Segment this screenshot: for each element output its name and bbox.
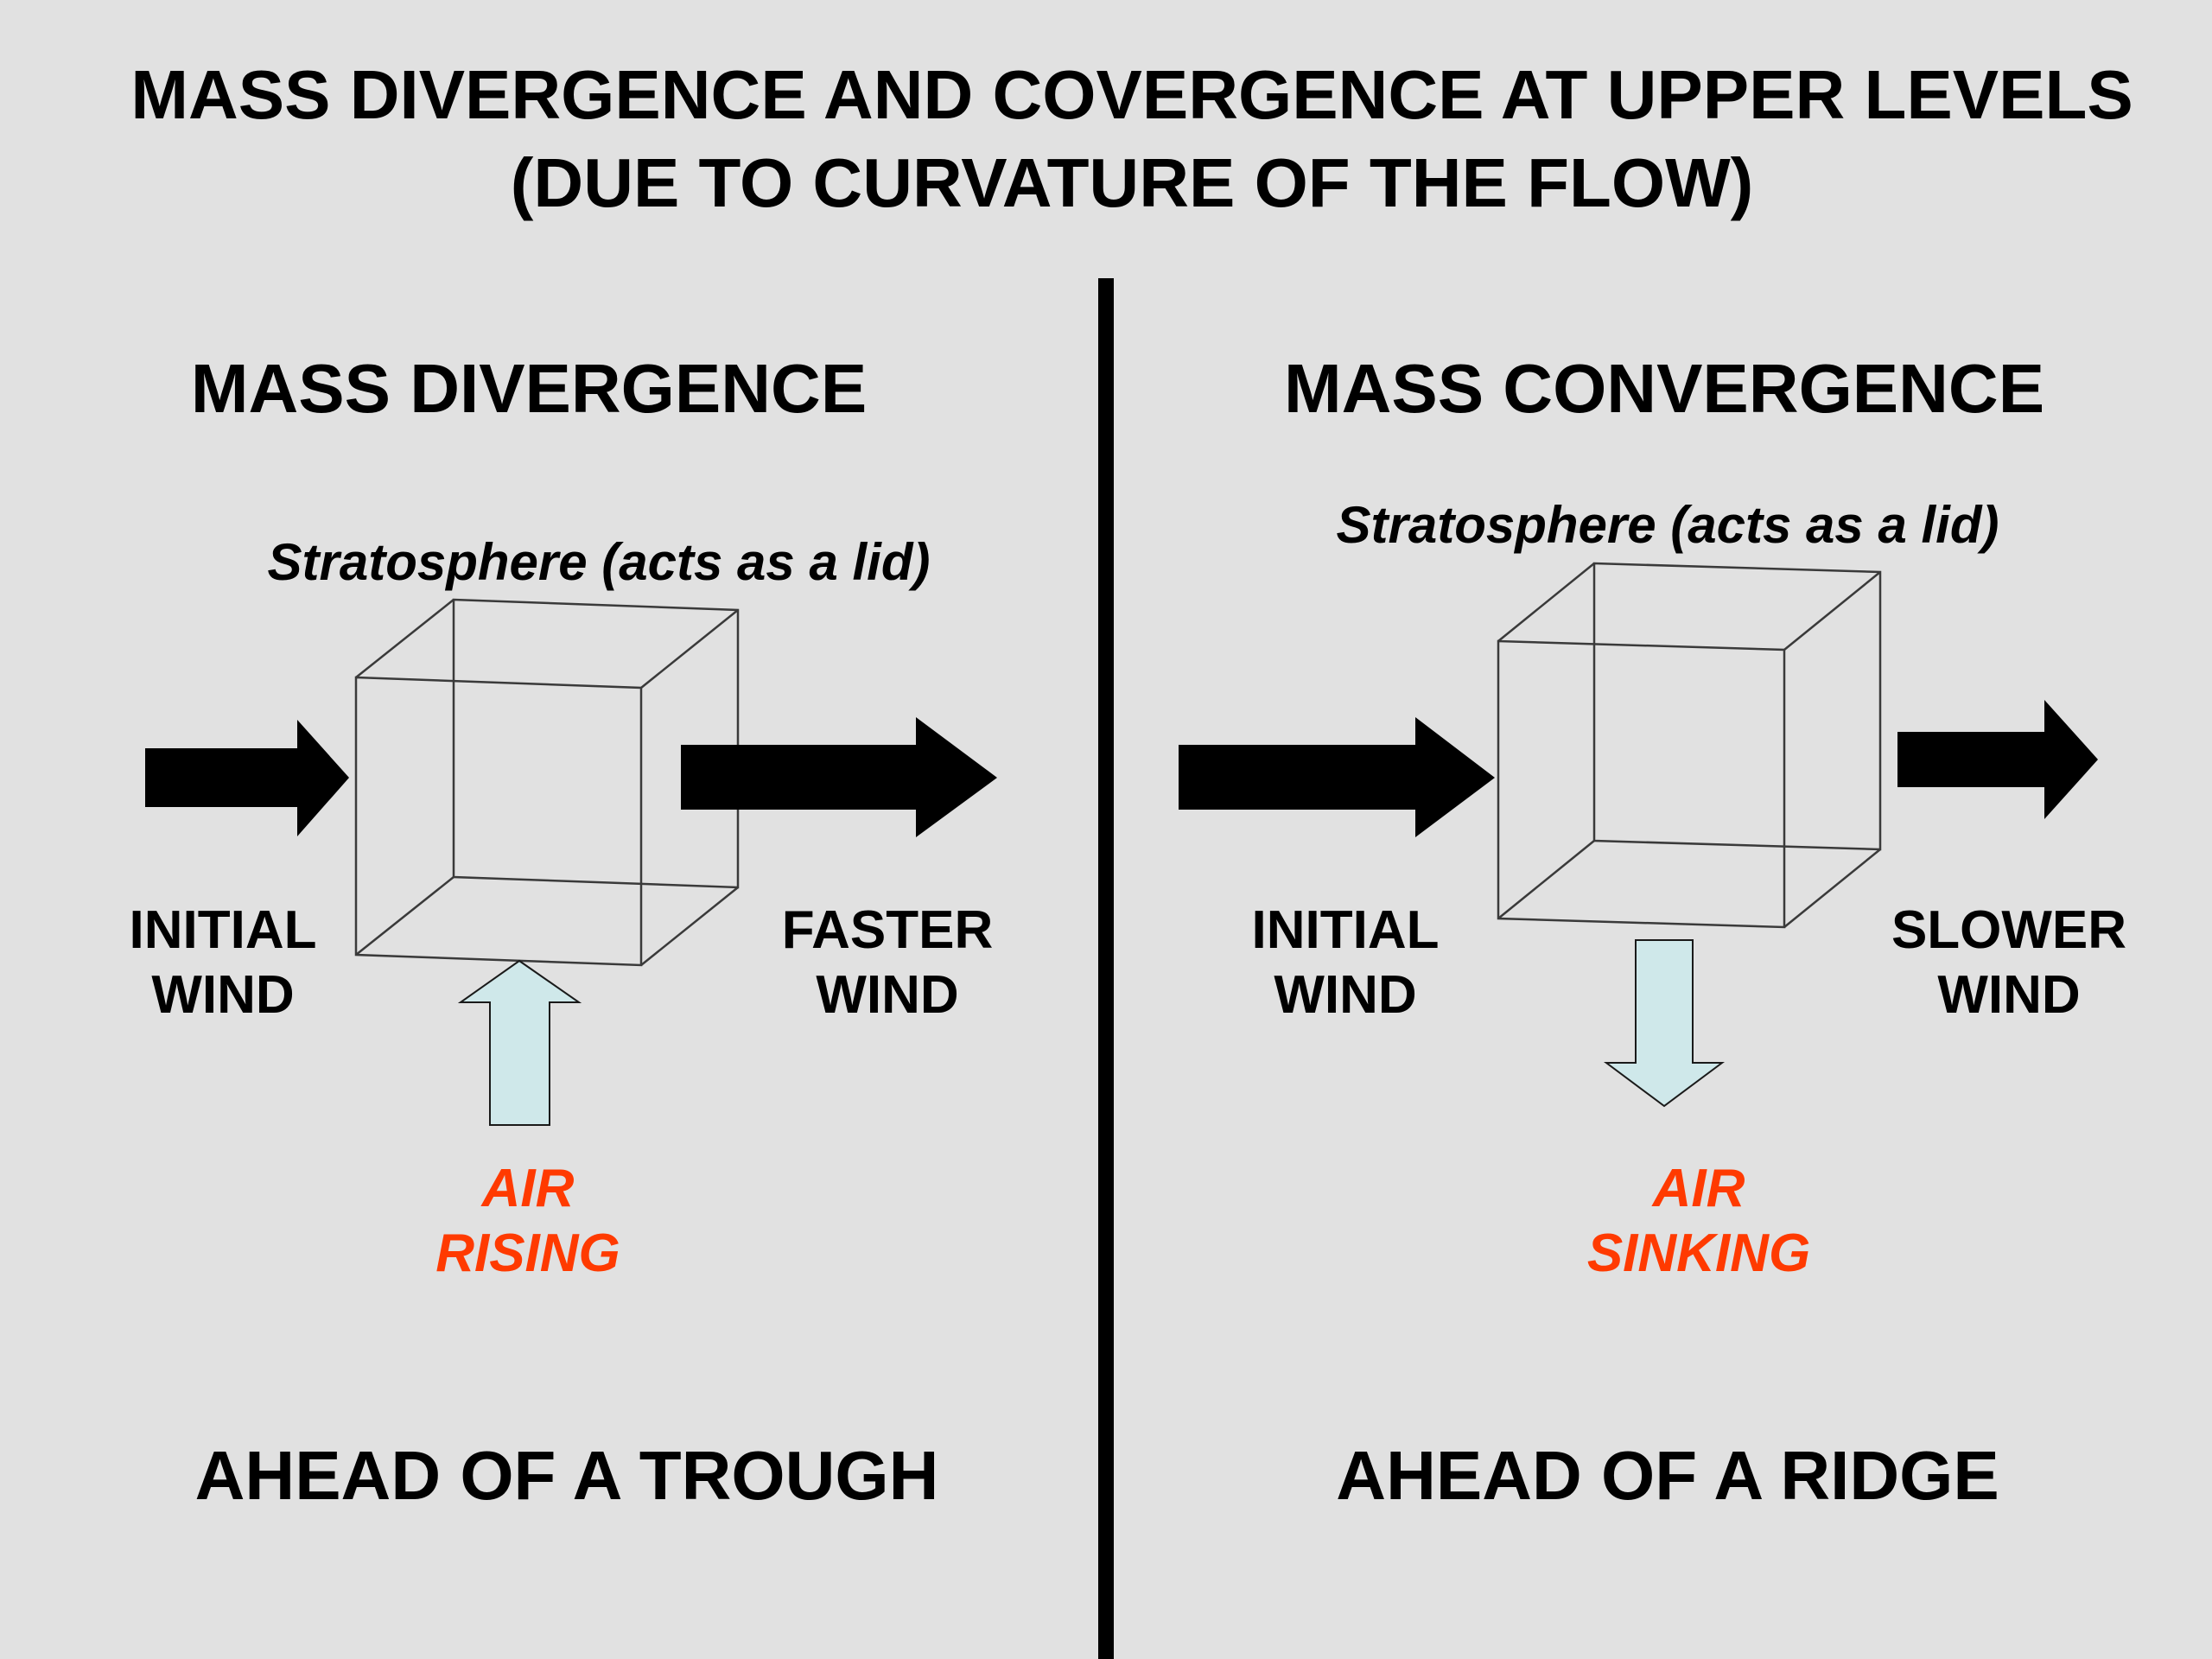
right-location-label: AHEAD OF A RIDGE: [1336, 1437, 1999, 1514]
air-rising-arrow: [457, 959, 582, 1126]
right-panel-heading: MASS CONVERGENCE: [1283, 350, 2045, 427]
title-line-1: MASS DIVERGENCE AND COVERGENCE AT UPPER …: [130, 56, 2133, 133]
left-inflow-label-line2: WIND: [151, 965, 295, 1025]
left-panel-heading: MASS DIVERGENCE: [190, 350, 868, 427]
left-faster-wind-arrow: [681, 717, 997, 837]
air-sinking-label-line1: AIR: [1652, 1159, 1745, 1218]
right-air-column-cube: [1497, 562, 1882, 929]
air-sinking-arrow: [1603, 939, 1726, 1108]
left-lid-label: Stratosphere (acts as a lid): [267, 533, 931, 591]
right-lid-label: Stratosphere (acts as a lid): [1336, 496, 1999, 554]
air-rising-label-line2: RISING: [435, 1224, 620, 1283]
air-sinking-label-line2: SINKING: [1586, 1224, 1811, 1283]
left-outflow-label-line2: WIND: [816, 965, 959, 1025]
left-outflow-label-line1: FASTER: [781, 900, 994, 960]
right-slower-wind-arrow: [1897, 700, 2098, 819]
right-inflow-label-line2: WIND: [1274, 965, 1417, 1025]
left-air-column-cube: [354, 598, 740, 967]
right-inflow-label-line1: INITIAL: [1251, 900, 1440, 960]
air-rising-label-line1: AIR: [481, 1159, 575, 1218]
left-initial-wind-arrow: [145, 720, 349, 836]
title-line-2: (DUE TO CURVATURE OF THE FLOW): [510, 144, 1754, 221]
right-outflow-label-line1: SLOWER: [1891, 900, 2127, 960]
left-location-label: AHEAD OF A TROUGH: [194, 1437, 939, 1514]
right-outflow-label-line2: WIND: [1937, 965, 2081, 1025]
right-initial-wind-arrow: [1179, 717, 1495, 837]
left-inflow-label-line1: INITIAL: [129, 900, 317, 960]
